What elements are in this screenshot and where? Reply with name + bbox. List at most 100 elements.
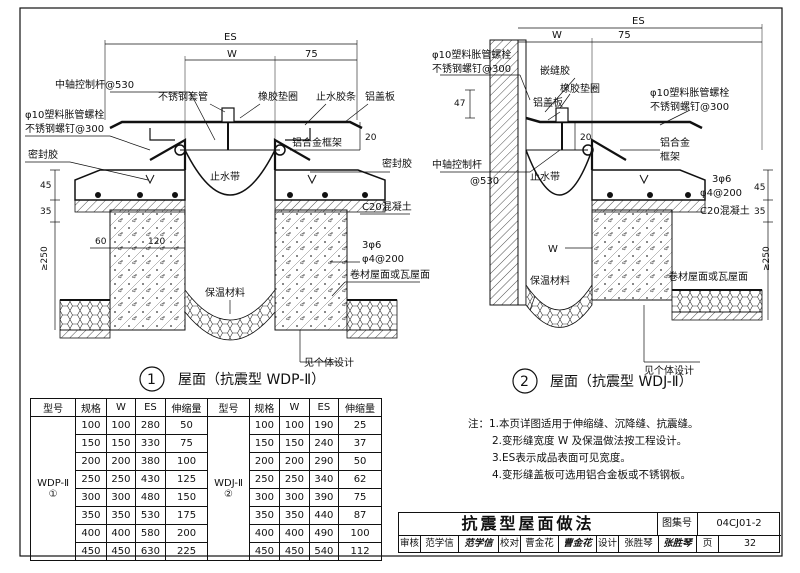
th-model-left: 型号 (29, 398, 77, 417)
table-cell: 150 (105, 434, 137, 453)
table-cell: 450 (248, 542, 281, 561)
d2-label-frame1: 铝合金 (660, 136, 690, 149)
table-cell: 100 (75, 416, 107, 435)
reviewer-name: 范学信 (421, 535, 459, 552)
d2-label-screw-right: 不锈钢螺钉@300 (650, 100, 729, 113)
d2-dim-250: ≥250 (762, 246, 772, 271)
table-cell: 300 (105, 488, 137, 507)
table-cell: 75 (164, 434, 209, 453)
table-cell: 150 (248, 434, 281, 453)
table-cell: 250 (75, 470, 107, 489)
mark-right: ② (224, 488, 234, 500)
d2-label-waterstop: 止水带 (530, 171, 560, 183)
d2-label-control-rod-spacing: @530 (470, 176, 499, 187)
table-cell: 25 (338, 416, 382, 435)
atlas-number: 04CJ01-2 (697, 513, 781, 536)
table-cell: 450 (279, 542, 310, 561)
d2-label-control-rod: 中轴控制杆 (432, 158, 482, 171)
d2-dim-45: 45 (754, 183, 765, 193)
table-cell: 250 (248, 470, 281, 489)
sheet-border (19, 7, 783, 557)
table-cell: 100 (164, 452, 209, 471)
th-travel-right: 伸缩量 (338, 398, 382, 417)
table-cell: 200 (279, 452, 310, 471)
d1-label-sealant-left: 密封胶 (28, 148, 58, 161)
model-right: WDJ-Ⅱ (214, 477, 243, 489)
table-cell: 350 (105, 506, 137, 525)
note-2: 2.变形缝宽度 W 及保温做法按工程设计。 (492, 435, 688, 447)
d1-label-rebar2: φ4@200 (362, 254, 404, 265)
d1-label-rebar1: 3φ6 (362, 240, 381, 251)
spec-table-header: 型号 规格 W ES 伸缩量 型号 规格 W ES 伸缩量 (29, 398, 382, 417)
title-block: 抗震型屋面做法 图集号 04CJ01-2 审核 范学信 范学信 校对 曹金花 曹… (398, 512, 781, 553)
table-cell: 150 (279, 434, 310, 453)
d2-label-screw-left: 不锈钢螺钉@300 (432, 62, 511, 75)
table-cell: 300 (279, 488, 310, 507)
mark-left: ① (48, 488, 58, 500)
d1-label-body: 见个体设计 (304, 356, 354, 369)
page-number: 32 (743, 538, 757, 549)
table-cell: 480 (135, 488, 166, 507)
table-cell: 225 (164, 542, 209, 561)
model-left: WDP-Ⅱ (37, 477, 70, 489)
d2-dim-20: 20 (580, 133, 592, 143)
table-cell: 350 (248, 506, 281, 525)
d1-dim-60: 60 (95, 237, 107, 247)
table-cell: 580 (135, 524, 166, 543)
d2-dim-35: 35 (754, 207, 765, 217)
d1-label-roof: 卷材屋面或瓦屋面 (350, 268, 430, 281)
d2-label-insulation: 保温材料 (530, 274, 570, 287)
table-cell: 150 (164, 488, 209, 507)
table-cell: 540 (308, 542, 340, 561)
d2-dim-47: 47 (454, 99, 465, 109)
reviewer-signature: 范学信 (459, 535, 499, 552)
review-label: 审核 (399, 535, 421, 552)
d2-label-concrete: C20混凝土 (700, 204, 750, 217)
table-cell: 490 (308, 524, 340, 543)
table-cell: 50 (338, 452, 382, 471)
th-es-right: ES (308, 398, 340, 417)
d2-label-caulk: 嵌缝胶 (540, 64, 570, 77)
table-cell: 250 (279, 470, 310, 489)
detail-1-es-dim: ES (224, 32, 237, 43)
table-cell: 340 (308, 470, 340, 489)
note-3: 3.ES表示成品表面可见宽度。 (492, 452, 631, 464)
table-cell: 112 (338, 542, 382, 561)
table-cell: 400 (248, 524, 281, 543)
d2-label-rebar2: φ4@200 (700, 188, 742, 199)
d2-label-bolt-left: φ10塑料胀管螺栓 (432, 48, 511, 61)
table-cell: 330 (135, 434, 166, 453)
table-cell: 300 (75, 488, 107, 507)
detail-1-wdp: ES W 75 (25, 32, 430, 392)
table-cell: 100 (105, 416, 137, 435)
checker-name: 曹金花 (521, 535, 559, 552)
checker-signature: 曹金花 (559, 535, 597, 552)
d1-label-rubber-washer: 橡胶垫圈 (258, 90, 298, 103)
d1-dim-35: 35 (40, 207, 51, 217)
table-cell: 390 (308, 488, 340, 507)
d1-label-concrete: C20混凝土 (362, 200, 412, 213)
d1-label-sealant-right: 密封胶 (382, 157, 412, 170)
notes: 注：1.本页详图适用于伸缩缝、沉降缝、抗震缝。 2.变形缝宽度 W 及保温做法按… (468, 416, 699, 484)
d1-dim-250: ≥250 (40, 246, 50, 271)
d2-label-al-cover: 铝盖板 (533, 96, 563, 109)
table-cell: 290 (308, 452, 340, 471)
table-cell: 87 (338, 506, 382, 525)
d1-caption: 屋面（抗震型 WDP-Ⅱ） (178, 372, 325, 388)
table-cell: 250 (105, 470, 137, 489)
table-cell: 190 (308, 416, 340, 435)
table-cell: 37 (338, 434, 382, 453)
d2-w-dim-bottom: W (548, 244, 558, 255)
page-label: 页 (697, 535, 719, 552)
d1-label-frame: 铝合金框架 (292, 136, 342, 149)
th-model-right: 型号 (207, 398, 250, 417)
d1-dim-120: 120 (148, 237, 165, 247)
table-cell: 200 (164, 524, 209, 543)
